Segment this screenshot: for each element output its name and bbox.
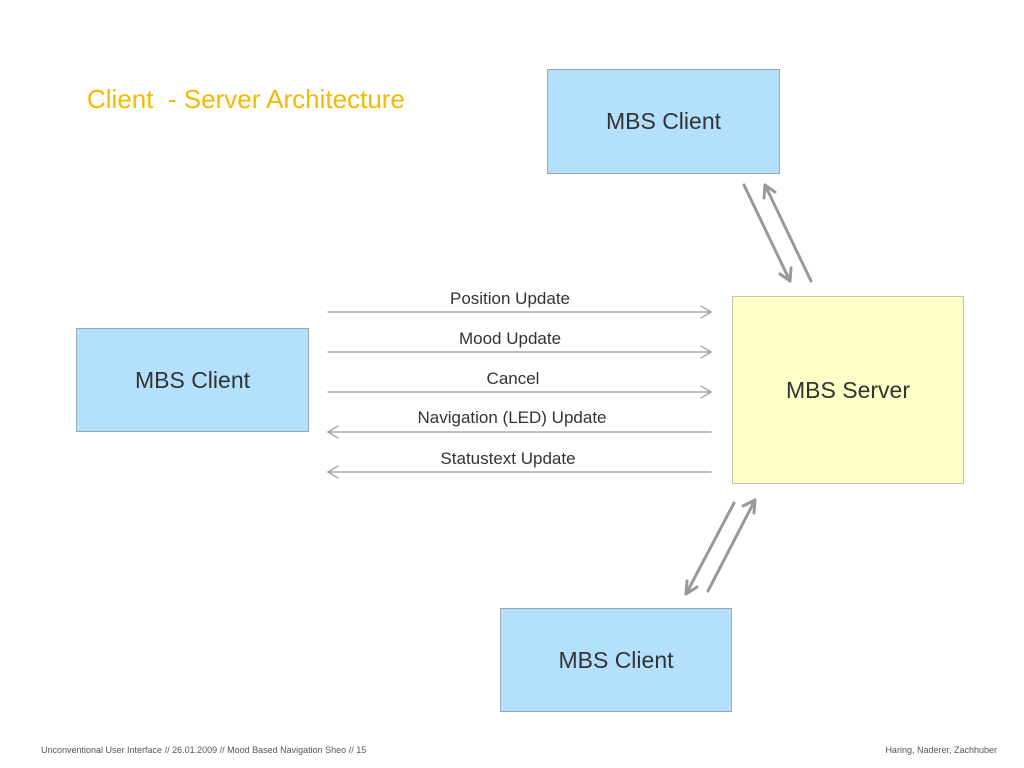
arrow-navigation-update xyxy=(326,425,712,439)
arrow-server-to-bottom-client xyxy=(684,501,736,596)
client-node-left: MBS Client xyxy=(76,328,309,432)
arrow-server-to-top-client xyxy=(762,183,813,283)
message-label-position-update: Position Update xyxy=(449,289,571,308)
message-label-cancel: Cancel xyxy=(486,369,540,388)
message-label-mood-update: Mood Update xyxy=(458,329,562,348)
arrow-mood-update xyxy=(327,345,713,359)
arrow-cancel xyxy=(327,385,713,399)
server-node: MBS Server xyxy=(732,296,964,484)
arrow-position-update xyxy=(327,305,713,319)
slide-title: Client - Server Architecture xyxy=(87,84,405,114)
client-node-top: MBS Client xyxy=(547,69,780,174)
arrow-statustext-update xyxy=(326,465,712,479)
arrow-bottom-client-to-server xyxy=(706,498,757,593)
client-node-bottom: MBS Client xyxy=(500,608,732,712)
footer-right: Haring, Naderer, Zachhuber xyxy=(885,745,997,755)
message-label-statustext-update: Statustext Update xyxy=(440,449,576,468)
footer-left: Unconventional User Interface // 26.01.2… xyxy=(41,745,367,755)
arrow-top-client-to-server xyxy=(742,183,793,283)
message-label-navigation-update: Navigation (LED) Update xyxy=(417,408,607,427)
